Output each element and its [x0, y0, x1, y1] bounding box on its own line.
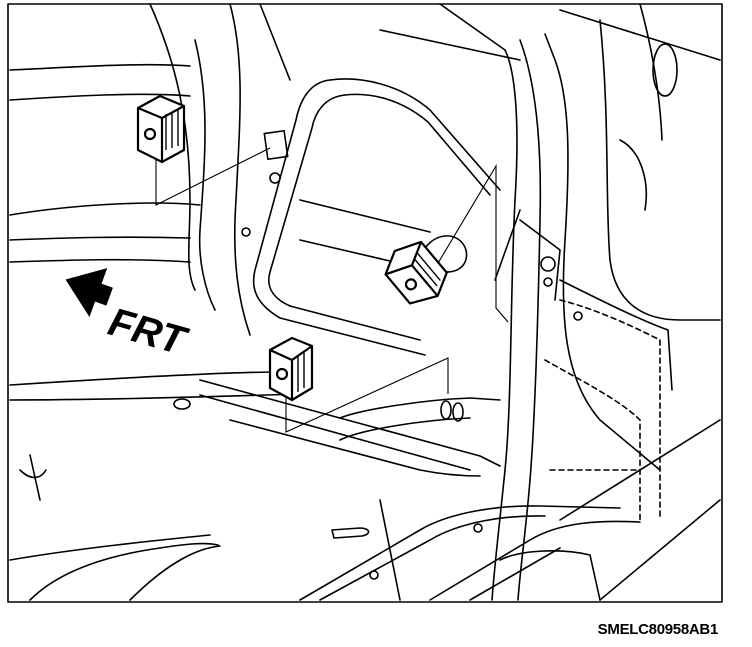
clip-nut-upper-left — [136, 94, 186, 164]
diagram-border — [7, 3, 723, 603]
front-direction-arrow-icon — [65, 268, 113, 318]
panel-line — [9, 63, 191, 71]
leader-line-lower — [285, 357, 449, 433]
leader-line-upper-left — [155, 147, 271, 206]
clip-nut-lower — [268, 336, 314, 402]
clip-nut-center — [384, 240, 448, 305]
reference-code: SMELC80958AB1 — [597, 621, 719, 638]
front-direction-label: FRT — [104, 300, 194, 365]
